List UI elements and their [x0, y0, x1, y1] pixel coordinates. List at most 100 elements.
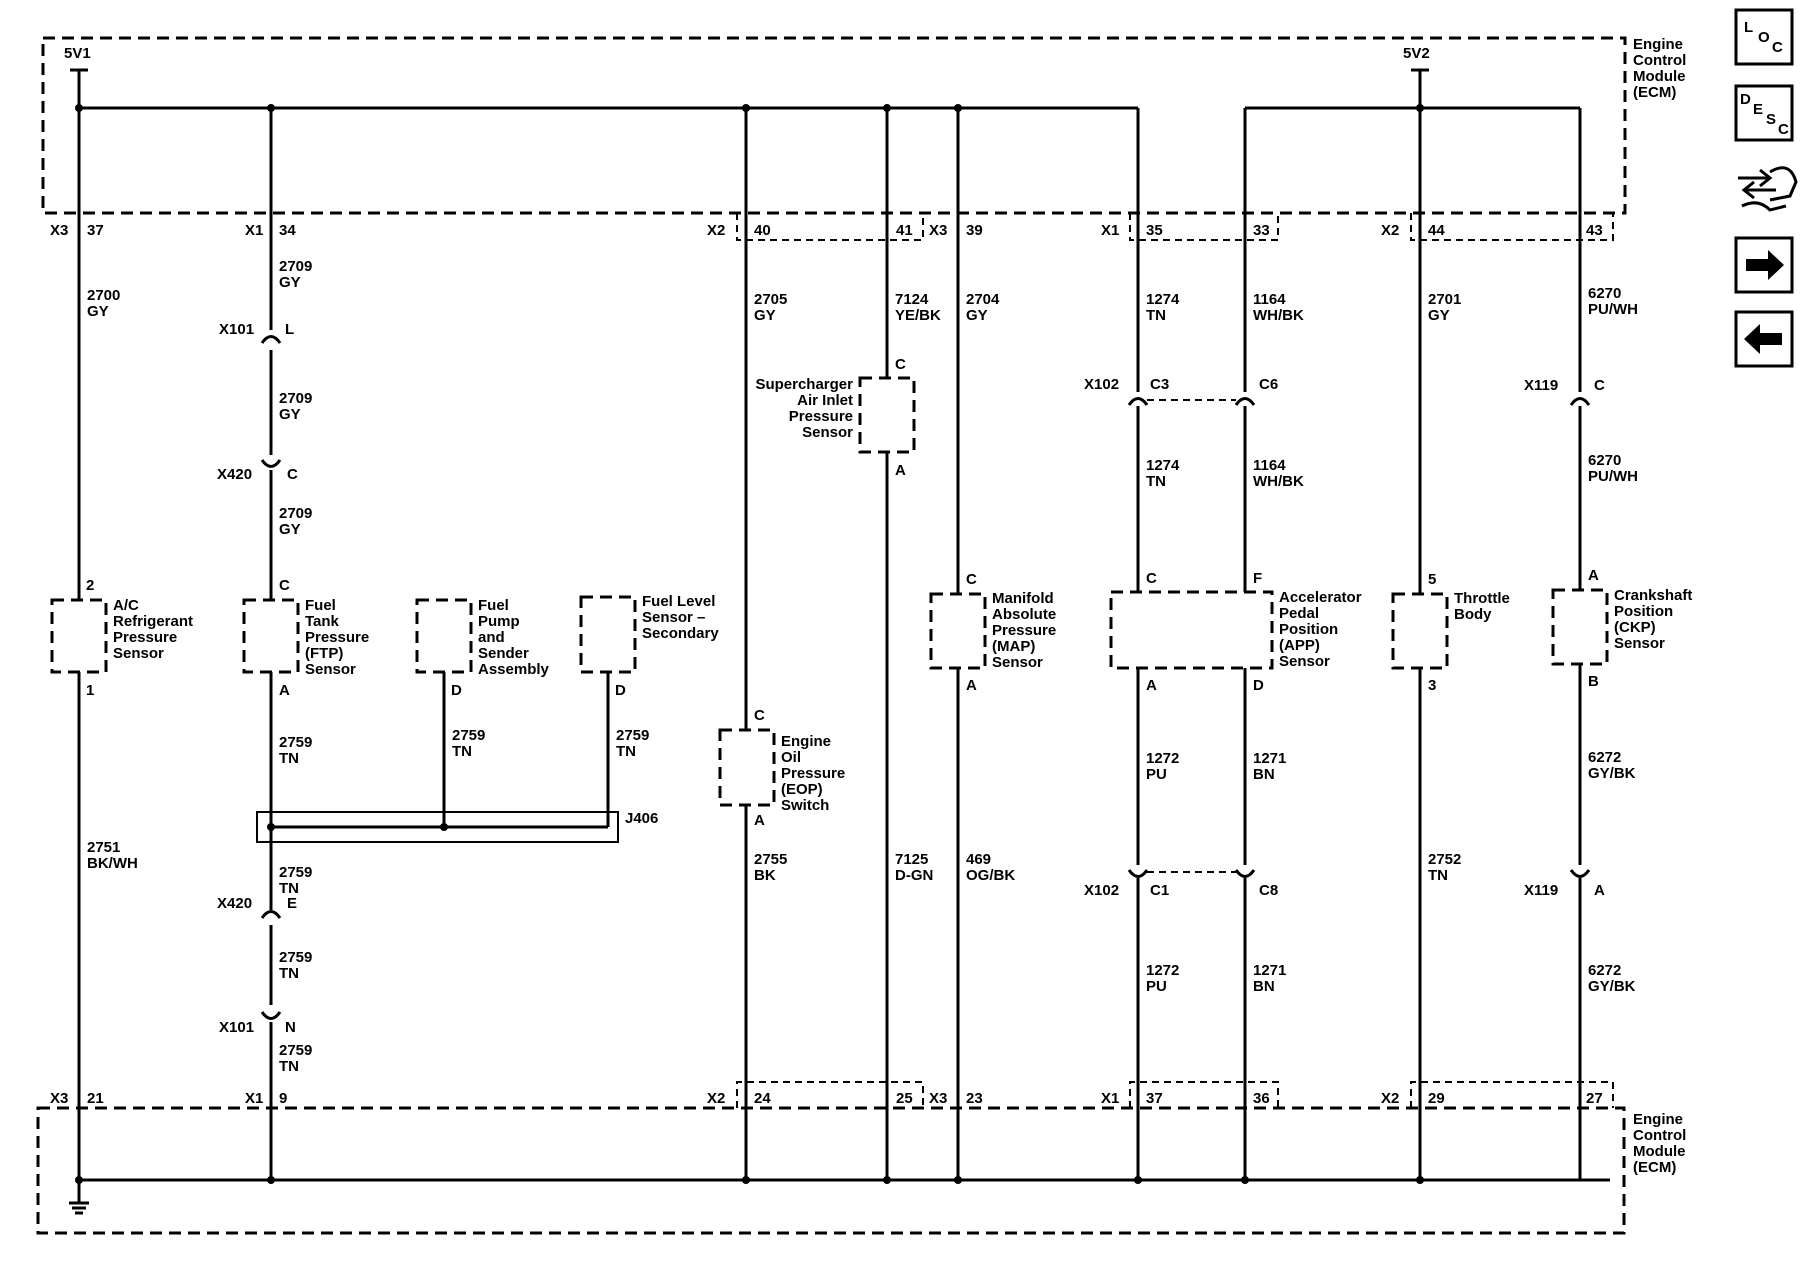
svg-text:TN: TN: [279, 880, 299, 897]
ftp-circuit: C A Fuel Tank Pressure (FTP) Sensor 2709…: [217, 108, 369, 1180]
svg-text:X3: X3: [929, 1090, 947, 1107]
svg-text:X3: X3: [50, 222, 68, 239]
svg-text:Fuel: Fuel: [478, 597, 509, 614]
x101-bottom-connector: [260, 1011, 282, 1020]
svg-text:43: 43: [1586, 222, 1603, 239]
ecm-top-box: [41, 36, 1627, 215]
svg-text:GY: GY: [754, 307, 776, 324]
supply-5v1: 5V1: [64, 45, 91, 108]
svg-text:41: 41: [896, 222, 913, 239]
connector-view-icon[interactable]: [1738, 166, 1798, 212]
svg-text:Control: Control: [1633, 52, 1686, 69]
svg-text:X119: X119: [1524, 882, 1558, 899]
svg-text:Air Inlet: Air Inlet: [797, 392, 853, 409]
engine-oil-pressure-switch: [718, 728, 776, 807]
svg-text:Pressure: Pressure: [113, 629, 177, 646]
svg-text:X1: X1: [245, 222, 263, 239]
svg-text:C: C: [1772, 39, 1783, 56]
svg-text:C: C: [279, 577, 290, 594]
svg-text:Supercharger: Supercharger: [755, 376, 853, 393]
svg-text:Sensor –: Sensor –: [642, 609, 705, 626]
throttle-body: [1391, 592, 1449, 670]
svg-text:C: C: [895, 356, 906, 373]
svg-text:C8: C8: [1259, 882, 1278, 899]
x420-bottom-connector: [260, 910, 282, 919]
svg-text:Module: Module: [1633, 1143, 1686, 1160]
svg-text:TN: TN: [1428, 867, 1448, 884]
x1-top-pin-group: [1129, 213, 1279, 241]
map-circuit: C A Manifold Absolute Pressure (MAP) Sen…: [929, 108, 1056, 1180]
svg-text:Body: Body: [1454, 606, 1492, 623]
svg-text:Sensor: Sensor: [113, 645, 164, 662]
svg-text:Position: Position: [1279, 621, 1338, 638]
svg-text:7124: 7124: [895, 291, 929, 308]
svg-text:Pump: Pump: [478, 613, 520, 630]
svg-text:2751: 2751: [87, 839, 120, 856]
svg-text:X102: X102: [1084, 882, 1119, 899]
svg-text:A: A: [754, 812, 765, 829]
svg-text:Engine: Engine: [1633, 1111, 1683, 1128]
svg-text:39: 39: [966, 222, 983, 239]
app-circuit: C F A D Accelerator Pedal Position (APP)…: [1084, 213, 1362, 1180]
ecm-bottom-box: [36, 1106, 1626, 1235]
svg-text:1272: 1272: [1146, 750, 1179, 767]
svg-text:Pressure: Pressure: [789, 408, 853, 425]
svg-text:29: 29: [1428, 1090, 1445, 1107]
x101-top-connector: [260, 335, 282, 344]
svg-text:A: A: [966, 677, 977, 694]
x102-c6-connector: [1234, 397, 1256, 406]
svg-text:Accelerator: Accelerator: [1279, 589, 1362, 606]
svg-text:YE/BK: YE/BK: [895, 307, 941, 324]
svg-text:2759: 2759: [279, 864, 312, 881]
svg-text:C: C: [287, 466, 298, 483]
svg-text:X2: X2: [1381, 1090, 1399, 1107]
svg-text:E: E: [287, 895, 297, 912]
ac-circuit: 2 1 A/C Refrigerant Pressure Sensor 2700…: [50, 108, 193, 1180]
ecm-top-label: Engine Control Module (ECM): [1633, 36, 1686, 101]
svg-text:469: 469: [966, 851, 991, 868]
x2-bottom-pin-group: [736, 1081, 924, 1108]
svg-text:TN: TN: [1146, 473, 1166, 490]
svg-text:X420: X420: [217, 466, 252, 483]
svg-text:1274: 1274: [1146, 457, 1180, 474]
arrow-left-icon: [1744, 324, 1782, 354]
svg-text:GY/BK: GY/BK: [1588, 978, 1636, 995]
svg-text:A: A: [1588, 567, 1599, 584]
x1-bottom-pin-group: [1129, 1081, 1279, 1108]
svg-text:6272: 6272: [1588, 749, 1621, 766]
ac-refrigerant-pressure-sensor: [50, 598, 108, 674]
svg-text:7125: 7125: [895, 851, 928, 868]
svg-text:2759: 2759: [616, 727, 649, 744]
svg-text:2759: 2759: [452, 727, 485, 744]
svg-text:C: C: [1146, 570, 1157, 587]
svg-text:(CKP): (CKP): [1614, 619, 1656, 636]
svg-text:BK/WH: BK/WH: [87, 855, 138, 872]
throttle-body-circuit: 5 3 Throttle Body 2701 GY 2752 TN: [1391, 108, 1510, 1180]
svg-text:X420: X420: [217, 895, 252, 912]
svg-text:Control: Control: [1633, 1127, 1686, 1144]
svg-text:2704: 2704: [966, 291, 1000, 308]
svg-text:3: 3: [1428, 677, 1436, 694]
svg-text:Sender: Sender: [478, 645, 529, 662]
desc-button[interactable]: D E S C: [1734, 84, 1794, 142]
svg-text:GY: GY: [279, 274, 301, 291]
svg-text:2700: 2700: [87, 287, 120, 304]
svg-text:PU/WH: PU/WH: [1588, 468, 1638, 485]
top-pin-labels: X3 37 X1 34 X2 40 41 X3 39 X1 35 33 X2 4…: [50, 222, 1603, 239]
svg-text:2709: 2709: [279, 390, 312, 407]
svg-text:and: and: [478, 629, 505, 646]
svg-text:25: 25: [896, 1090, 913, 1107]
svg-text:A: A: [1146, 677, 1157, 694]
svg-text:Sensor: Sensor: [1614, 635, 1665, 652]
svg-text:40: 40: [754, 222, 771, 239]
svg-text:E: E: [1753, 101, 1763, 118]
svg-text:Assembly: Assembly: [478, 661, 550, 678]
svg-text:A: A: [895, 462, 906, 479]
loc-button[interactable]: L O C: [1734, 8, 1794, 66]
svg-text:Manifold: Manifold: [992, 590, 1054, 607]
svg-text:X1: X1: [1101, 222, 1119, 239]
svg-text:D-GN: D-GN: [895, 867, 933, 884]
previous-page-button[interactable]: [1734, 310, 1794, 368]
next-page-button[interactable]: [1734, 236, 1794, 294]
svg-text:C: C: [1594, 377, 1605, 394]
